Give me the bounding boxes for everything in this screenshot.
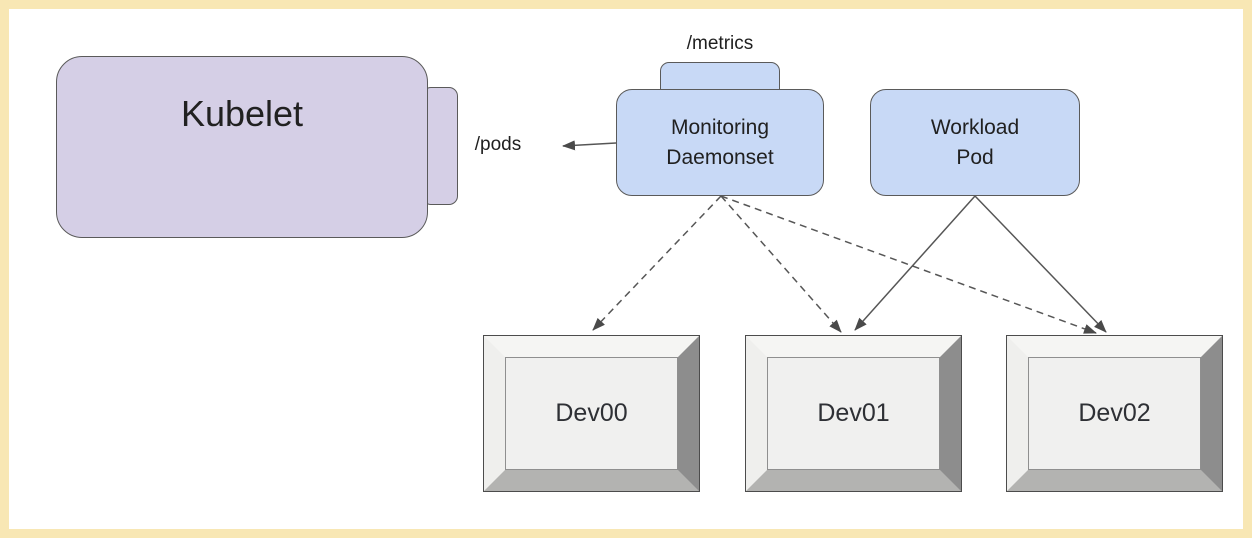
kubelet-node: Kubelet [56, 56, 428, 238]
edge-workload-dev01 [854, 195, 976, 331]
monitoring-daemonset-node: Monitoring Daemonset [616, 89, 824, 196]
dev01-label: Dev01 [817, 399, 890, 427]
workload-pod-node: Workload Pod [870, 89, 1080, 196]
edge-monitoring-dev00 [592, 195, 722, 331]
monitoring-daemonset-label: Monitoring Daemonset [666, 115, 774, 169]
kubelet-label: Kubelet [180, 93, 304, 134]
edge-monitoring-dev02 [720, 195, 1097, 334]
edge-monitoring-dev01 [720, 195, 842, 333]
edge-workload-dev02 [974, 195, 1107, 333]
device-node-dev01: Dev01 [746, 336, 961, 491]
pods-endpoint-label: /pods [474, 134, 522, 155]
device-node-dev02: Dev02 [1007, 336, 1222, 491]
device-node-dev00: Dev00 [484, 336, 699, 491]
edge-monitoring-pods [562, 140, 617, 151]
dev00-label: Dev00 [555, 399, 628, 427]
workload-pod-label: Workload Pod [930, 115, 1020, 169]
dev02-label: Dev02 [1078, 399, 1151, 427]
metrics-endpoint-label: /metrics [686, 33, 754, 54]
